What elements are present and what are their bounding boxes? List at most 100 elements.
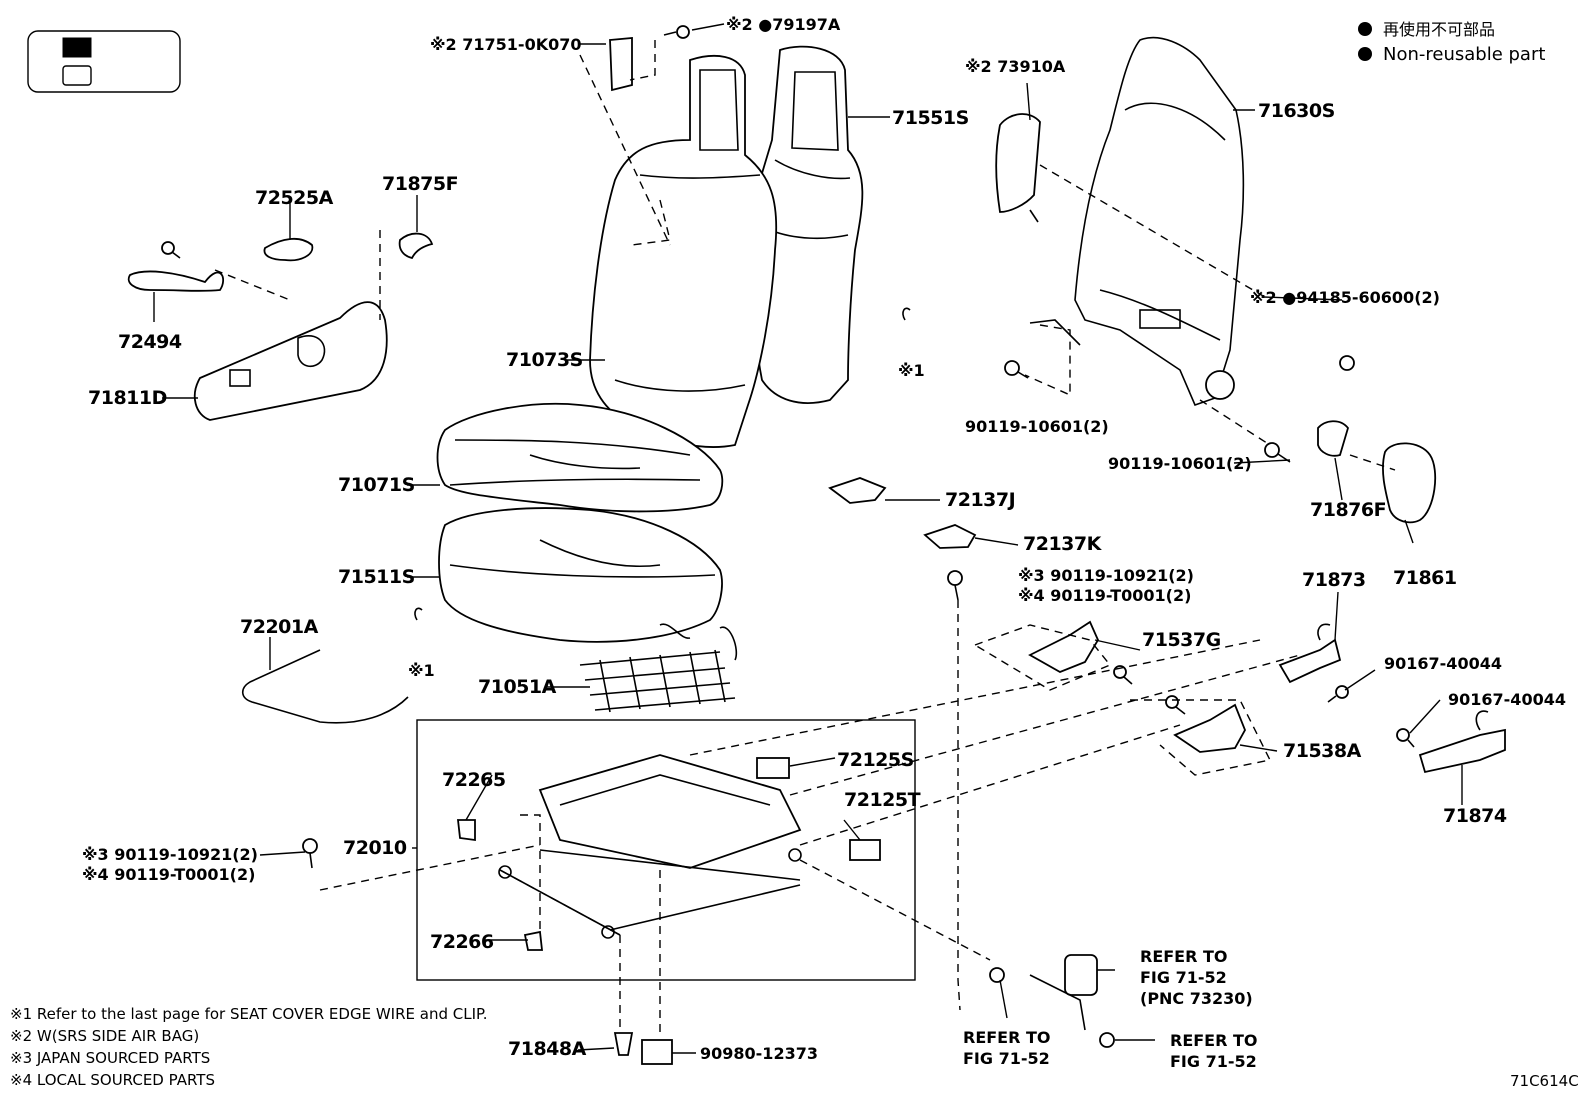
edge-clip-icon bbox=[414, 607, 423, 621]
refer-anchor-line1: REFER TO bbox=[963, 1028, 1051, 1047]
bolt-icon bbox=[302, 838, 318, 869]
leader-lines bbox=[153, 23, 1463, 1054]
refer-anchor-line2: FIG 71-52 bbox=[963, 1049, 1050, 1068]
label-71848: 71848A bbox=[508, 1038, 587, 1060]
non-reusable-en: Non-reusable part bbox=[1383, 44, 1545, 65]
label-72201: 72201A bbox=[240, 616, 319, 638]
footnote-1: ※1 Refer to the last page for SEAT COVER… bbox=[10, 1005, 487, 1023]
side-shield bbox=[193, 301, 388, 421]
clip-72266 bbox=[523, 930, 544, 951]
label-72125T: 72125T bbox=[844, 789, 921, 811]
seat-back-pad bbox=[589, 54, 778, 448]
label-94185: ※2 ●94185-60600(2) bbox=[1250, 288, 1440, 307]
bracket-71874 bbox=[1418, 710, 1506, 774]
bolt-icon bbox=[1327, 685, 1349, 703]
label-72494: 72494 bbox=[118, 331, 182, 353]
label-72525: 72525A bbox=[255, 187, 334, 209]
non-reusable-legend: 再使用不可部品 Non-reusable part bbox=[1358, 20, 1545, 65]
label-72266: 72266 bbox=[430, 931, 494, 953]
adjuster-cover-72125T bbox=[849, 839, 881, 861]
seat-adjuster bbox=[498, 754, 802, 939]
bolt-icon bbox=[947, 570, 963, 601]
label-71874: 71874 bbox=[1443, 805, 1507, 827]
edge-clip-icon bbox=[902, 307, 911, 321]
label-71538: 71538A bbox=[1283, 740, 1362, 762]
seat-cushion-cover bbox=[436, 402, 724, 513]
footnote-2: ※2 W(SRS SIDE AIR BAG) bbox=[10, 1027, 199, 1045]
seat-belt-buckle bbox=[989, 954, 1115, 1048]
label-90119-3b: ※3 90119-10921(2) bbox=[82, 845, 258, 864]
label-71861: 71861 bbox=[1393, 567, 1457, 589]
adjuster-frame-box bbox=[416, 719, 916, 981]
label-72010: 72010 bbox=[343, 837, 407, 859]
refer-buckle-line1: REFER TO bbox=[1140, 947, 1228, 966]
side-airbag bbox=[995, 113, 1041, 223]
nut-icon bbox=[1339, 355, 1355, 371]
cushion-shield-71538A bbox=[1173, 703, 1246, 753]
refer-nut-line2: FIG 71-52 bbox=[1170, 1052, 1257, 1071]
cover-71861 bbox=[1382, 442, 1437, 524]
label-79197: ※2 ●79197A bbox=[726, 15, 841, 34]
label-71751: ※2 71751-0K070 bbox=[430, 35, 582, 54]
label-72137K: 72137K bbox=[1023, 533, 1103, 555]
label-clip-note-1: ※1 bbox=[898, 361, 925, 380]
dashed-lines bbox=[214, 40, 1396, 1035]
legend-box bbox=[27, 30, 181, 93]
label-71071: 71071S bbox=[338, 474, 415, 496]
footnote-4: ※4 LOCAL SOURCED PARTS bbox=[10, 1071, 215, 1089]
seat-cushion-pad bbox=[438, 507, 723, 643]
label-72265: 72265 bbox=[442, 769, 506, 791]
non-reusable-dot-icon bbox=[1358, 22, 1372, 36]
recliner-cover bbox=[127, 270, 225, 292]
legend-empty-swatch bbox=[62, 65, 92, 86]
bolt-icon bbox=[1396, 728, 1415, 748]
label-90167-a: 90167-40044 bbox=[1384, 654, 1502, 673]
non-reusable-dot-icon bbox=[1358, 47, 1372, 61]
label-71873: 71873 bbox=[1302, 569, 1366, 591]
label-90119-b: 90119-10601(2) bbox=[1108, 454, 1252, 473]
pin-71848A bbox=[613, 1032, 634, 1056]
refer-nut-line1: REFER TO bbox=[1170, 1031, 1258, 1050]
label-clip-note-2: ※1 bbox=[408, 661, 435, 680]
non-reusable-jp: 再使用不可部品 bbox=[1383, 20, 1495, 39]
label-90119-4a: ※4 90119-T0001(2) bbox=[1018, 586, 1191, 605]
label-90167-b: 90167-40044 bbox=[1448, 690, 1566, 709]
screw-icon bbox=[161, 241, 181, 259]
cushion-shield-71537G bbox=[1028, 620, 1100, 673]
bolt-icon bbox=[1165, 695, 1186, 715]
wire-bracket-k bbox=[923, 524, 977, 549]
clip-icon bbox=[609, 37, 633, 92]
bracket-71873 bbox=[1278, 623, 1342, 684]
footnote-3: ※3 JAPAN SOURCED PARTS bbox=[10, 1049, 210, 1067]
label-71537: 71537G bbox=[1142, 629, 1221, 651]
seat-back-frame bbox=[1029, 36, 1245, 407]
label-72125S: 72125S bbox=[837, 749, 914, 771]
label-72137J: 72137J bbox=[945, 489, 1015, 511]
label-90119-a: 90119-10601(2) bbox=[965, 417, 1109, 436]
wire-bracket-j bbox=[828, 477, 887, 504]
label-73910: ※2 73910A bbox=[965, 57, 1066, 76]
label-71051: 71051A bbox=[478, 676, 557, 698]
screw-icon bbox=[663, 25, 690, 39]
label-71073: 71073S bbox=[506, 349, 583, 371]
refer-buckle-line2: FIG 71-52 bbox=[1140, 968, 1227, 987]
bolt-icon bbox=[1264, 442, 1291, 463]
bolt-icon bbox=[1004, 360, 1029, 379]
recliner-knob bbox=[263, 238, 314, 262]
clip-72265 bbox=[456, 819, 476, 842]
adjuster-cover-72125S bbox=[756, 757, 790, 779]
label-71630: 71630S bbox=[1258, 100, 1335, 122]
label-71875: 71875F bbox=[382, 173, 458, 195]
cushion-spring bbox=[579, 623, 738, 713]
diagram-id: 71C614C bbox=[1510, 1072, 1579, 1090]
label-71551: 71551S bbox=[892, 107, 969, 129]
label-71511: 71511S bbox=[338, 566, 415, 588]
label-90980: 90980-12373 bbox=[700, 1044, 818, 1063]
legend-filled-swatch bbox=[62, 37, 92, 58]
cap-90980 bbox=[641, 1039, 673, 1065]
label-90119-3a: ※3 90119-10921(2) bbox=[1018, 566, 1194, 585]
recliner-cover-inner bbox=[1317, 420, 1349, 457]
label-90119-4b: ※4 90119-T0001(2) bbox=[82, 865, 255, 884]
bushing bbox=[398, 232, 434, 260]
